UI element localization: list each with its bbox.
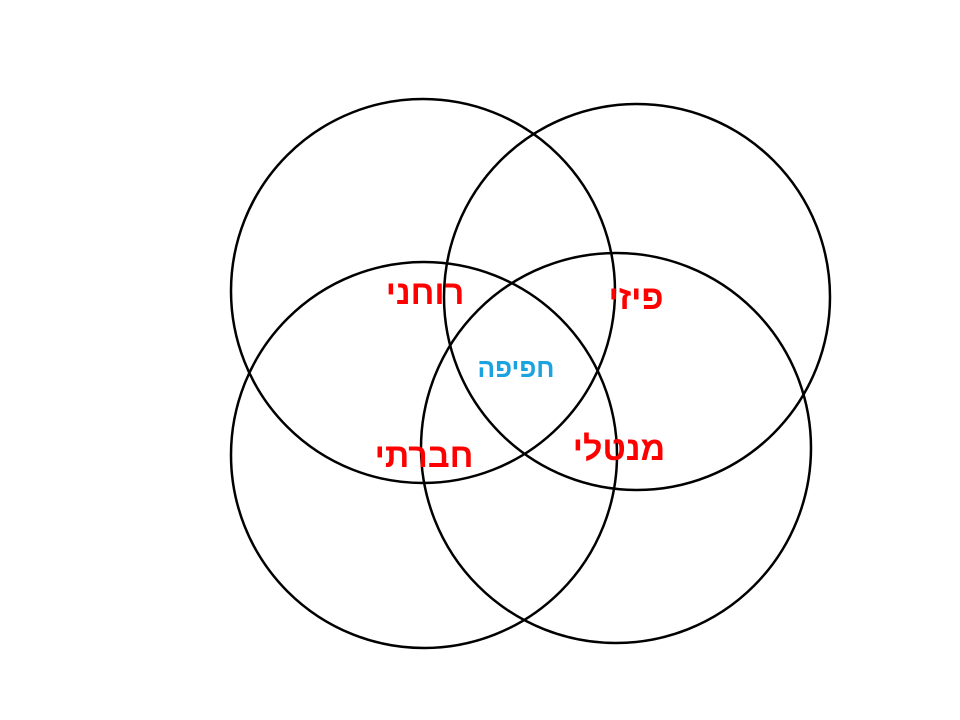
label-social: חברתי: [375, 437, 474, 475]
label-mental: מנטלי: [573, 430, 665, 468]
circle-bottom-right: [419, 251, 813, 645]
label-overlap: חפיפה: [478, 353, 555, 383]
circle-top-right: [442, 102, 832, 492]
circle-bottom-left: [229, 260, 619, 650]
label-physical: פיזי: [608, 279, 663, 317]
label-spiritual: רוחני: [386, 274, 465, 312]
